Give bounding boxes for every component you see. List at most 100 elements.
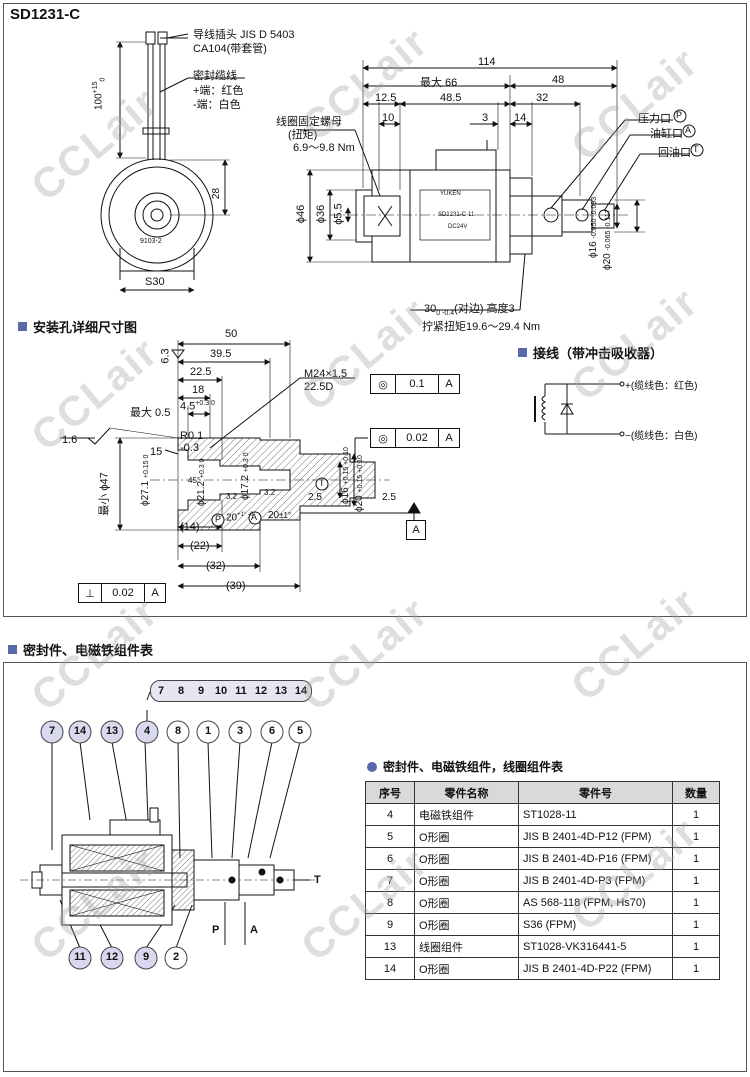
callout-top-5: 12 — [254, 685, 268, 697]
dim-phi27: ϕ27.1 +0.15 0 — [140, 455, 151, 506]
minus-white-label: -端：白色 — [193, 99, 241, 111]
callout-bottom-2: 9 — [142, 951, 150, 963]
cell-no: 8 — [365, 891, 415, 914]
table-dot-icon — [367, 762, 377, 772]
dim-32-ref: (32) — [206, 560, 226, 572]
section-square-icon — [8, 645, 17, 654]
dim-3-2b: 3.2 — [264, 488, 276, 497]
dim-14-ref: (14) — [180, 521, 200, 533]
callout-top-2: 9 — [197, 685, 205, 697]
cell-qty: 1 — [672, 891, 720, 914]
callout-bottom-1: 12 — [105, 951, 119, 963]
port-a-label: 油缸口 — [650, 128, 683, 140]
cell-no: 13 — [365, 935, 415, 958]
dim-2-5a: 2.5 — [308, 492, 322, 503]
cell-qty: 1 — [672, 935, 720, 958]
cell-part: AS 568-118 (FPM, Hs70) — [518, 891, 673, 914]
dim-phi20-value: ϕ20 — [602, 253, 613, 270]
dim-min47: 最小 ϕ47 — [98, 472, 111, 516]
dim-phi36: ϕ36 — [315, 204, 328, 224]
port-p-label: 压力口 — [638, 110, 671, 126]
cell-name: O形圈 — [414, 825, 519, 848]
install-section-title: 安装孔详细尺寸图 — [18, 317, 137, 336]
callout-row2-0: 7 — [48, 725, 56, 737]
cell-name: 线圈组件 — [414, 935, 519, 958]
callout-row2-3: 4 — [143, 725, 151, 737]
top-dimension-drawing — [100, 31, 704, 311]
dim-s30: S30 — [145, 276, 165, 288]
wiring-minus: −(缆线色：白色) — [625, 431, 698, 442]
install-hole-drawing — [60, 340, 421, 592]
cell-no: 9 — [365, 913, 415, 936]
nameplate-2: SD1231-C-11 — [438, 212, 475, 218]
concentric-icon: ◎ — [371, 429, 396, 447]
dim-r0-1-tol: -0.3 — [180, 442, 199, 454]
cell-qty: 1 — [672, 847, 720, 870]
tol-box3-value: 0.02 — [102, 584, 145, 602]
tolerance-box-1: ◎ 0.1 A — [370, 374, 460, 394]
cell-no: 7 — [365, 869, 415, 892]
hex-size-desc: (对边) 高度3 — [454, 303, 515, 315]
callout-row2-5: 1 — [204, 725, 212, 737]
dim-3-2a: 3.2 — [226, 492, 238, 501]
callout-row2-2: 13 — [105, 725, 119, 737]
model-title: SD1231-C — [10, 6, 81, 23]
dim-r0-1: R0.1-0.3 — [180, 430, 203, 454]
dim-114: 114 — [478, 56, 496, 68]
tol-box1-ref: A — [445, 378, 453, 390]
cell-name: O形圈 — [414, 913, 519, 936]
dim-4-5-tol: +0.3 0 — [195, 400, 215, 407]
cell-qty: 1 — [672, 825, 720, 848]
dim-15: 15 — [150, 446, 163, 458]
dim-18: 18 — [192, 384, 205, 396]
datum-box: A — [406, 520, 426, 540]
dim-phi46: ϕ46 — [295, 204, 308, 224]
tol-box1-value: 0.1 — [396, 375, 439, 393]
header-qty: 数量 — [672, 781, 720, 804]
port-a-install: A — [251, 512, 258, 522]
port-t-label: 回油口 — [658, 147, 691, 159]
perpendicular-icon: ⊥ — [79, 584, 102, 602]
dim-phi20-install-tol: +0.15 +0.10 — [357, 455, 364, 493]
dim-phi20-right: ϕ20 -0.065 -0.117 — [602, 209, 613, 270]
end-view — [100, 31, 245, 293]
header-part: 零件号 — [518, 781, 673, 804]
dim-22-ref: (22) — [190, 540, 210, 552]
cell-qty: 1 — [672, 957, 720, 980]
dim-48-5: 48.5 — [440, 92, 462, 104]
connector-label-2: CA104(带套管) — [193, 43, 267, 55]
dim-100-tol2: 0 — [99, 77, 107, 82]
dim-20b: 20±1° — [268, 510, 291, 521]
dim-100: 100+150 — [92, 78, 106, 110]
port-t-letter: T — [693, 144, 699, 154]
callout-bottom — [68, 946, 188, 970]
dim-max66: 最大 66 — [420, 77, 458, 89]
dim-20a: 20+1° -0 — [226, 512, 253, 523]
dim-12-5: 12.5 — [375, 92, 397, 104]
port-a-letter: A — [685, 125, 692, 135]
callout-group-top: 7 8 9 10 11 12 13 14 — [150, 680, 312, 702]
cell-part: JIS B 2401-4D-P16 (FPM) — [518, 847, 673, 870]
cell-name: 电磁铁组件 — [414, 803, 519, 826]
cell-part: ST1028-11 — [518, 803, 673, 826]
dim-6-3: 6.3 — [159, 348, 172, 364]
cell-no: 5 — [365, 825, 415, 848]
parts-panel — [3, 662, 747, 1072]
port-p-install: P — [215, 514, 222, 524]
dim-phi5-5: ϕ5.5 — [332, 203, 345, 225]
callout-row2 — [40, 720, 312, 744]
cell-name: O形圈 — [414, 957, 519, 980]
dim-phi20-install: ϕ20 +0.15 +0.10 — [354, 455, 365, 512]
callout-row2-8: 5 — [296, 725, 304, 737]
cell-no: 6 — [365, 847, 415, 870]
dim-100-value: 100 — [93, 93, 105, 110]
section-square-icon — [18, 322, 27, 331]
dim-22-5: 22.5 — [190, 366, 212, 378]
dim-4-5-value: 4.5 — [180, 400, 196, 413]
